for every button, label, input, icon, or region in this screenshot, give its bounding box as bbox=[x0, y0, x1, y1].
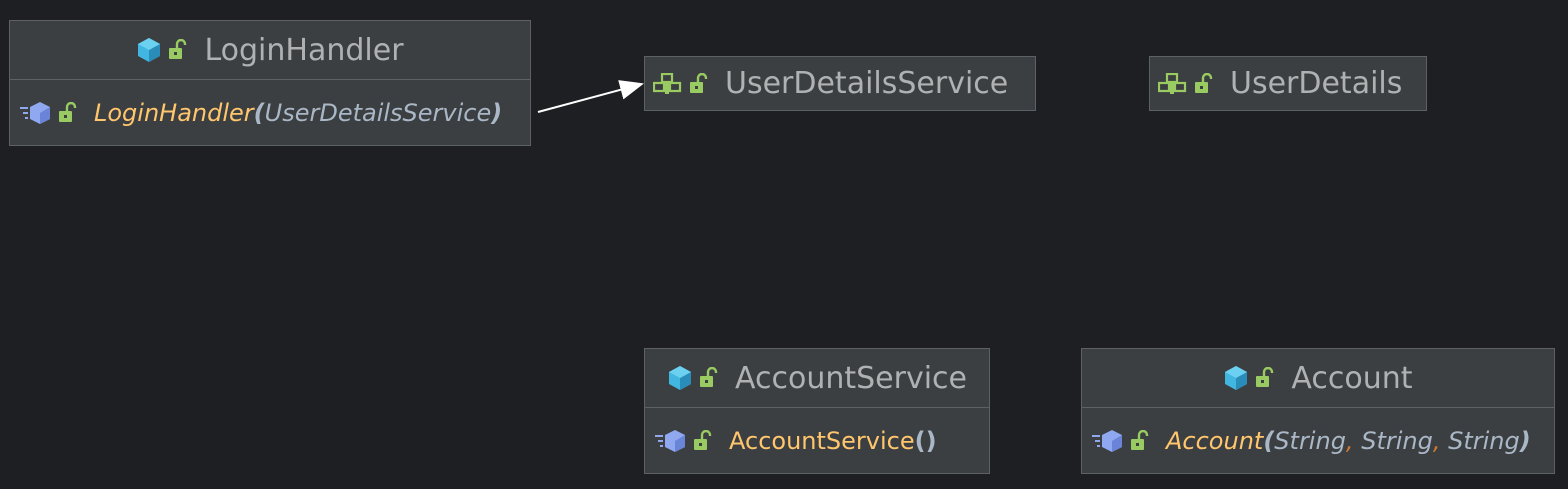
public-lock-icon bbox=[1194, 72, 1214, 95]
public-lock-icon bbox=[689, 72, 709, 95]
close-paren: ) bbox=[1519, 426, 1531, 455]
public-lock-icon bbox=[1255, 367, 1275, 389]
node-account-service[interactable]: AccountService AccountService() bbox=[644, 348, 990, 474]
node-login-handler[interactable]: LoginHandler LoginHandler(UserDetailsSer… bbox=[9, 20, 531, 146]
node-header: LoginHandler bbox=[10, 21, 530, 79]
node-header: UserDetails bbox=[1150, 57, 1426, 110]
node-header: UserDetailsService bbox=[645, 57, 1035, 110]
node-members: AccountService() bbox=[645, 407, 989, 473]
public-lock-icon bbox=[58, 101, 78, 124]
param-separator: , bbox=[1345, 426, 1354, 455]
interface-icon bbox=[653, 72, 683, 95]
method-name: Account bbox=[1166, 426, 1264, 455]
class-icon bbox=[667, 365, 693, 391]
node-account[interactable]: Account Account(String, String, String) bbox=[1081, 348, 1555, 474]
node-title: UserDetailsService bbox=[725, 66, 1009, 101]
node-header: AccountService bbox=[645, 349, 989, 407]
method-name: AccountService bbox=[729, 426, 915, 455]
class-icon bbox=[1223, 365, 1249, 391]
param-separator: , bbox=[1432, 426, 1441, 455]
param-type: UserDetailsService bbox=[264, 98, 492, 127]
param-type: String bbox=[1361, 426, 1433, 455]
close-paren: ) bbox=[491, 98, 503, 127]
public-lock-icon bbox=[168, 39, 188, 61]
constructor-icon bbox=[20, 101, 52, 125]
node-members: Account(String, String, String) bbox=[1082, 407, 1554, 473]
public-lock-icon bbox=[1130, 429, 1150, 452]
node-members: LoginHandler(UserDetailsService) bbox=[10, 79, 530, 145]
close-paren: ) bbox=[925, 426, 937, 455]
node-title: UserDetails bbox=[1230, 66, 1403, 101]
node-title: AccountService bbox=[734, 360, 967, 396]
dependency-arrow[interactable] bbox=[537, 80, 644, 113]
open-paren: ( bbox=[1263, 426, 1275, 455]
node-user-details[interactable]: UserDetails bbox=[1149, 56, 1427, 111]
public-lock-icon bbox=[699, 367, 719, 389]
constructor-icon bbox=[655, 429, 687, 453]
node-title: Account bbox=[1291, 360, 1413, 396]
open-paren: ( bbox=[253, 98, 265, 127]
constructor-icon bbox=[1092, 429, 1124, 453]
node-header: Account bbox=[1082, 349, 1554, 407]
node-user-details-service[interactable]: UserDetailsService bbox=[644, 56, 1036, 111]
class-icon bbox=[136, 37, 162, 63]
constructor-signature[interactable]: LoginHandler(UserDetailsService) bbox=[94, 99, 502, 127]
param-type: String bbox=[1448, 426, 1520, 455]
open-paren: ( bbox=[914, 426, 926, 455]
method-name: LoginHandler bbox=[94, 98, 254, 127]
param-type: String bbox=[1274, 426, 1346, 455]
constructor-signature[interactable]: Account(String, String, String) bbox=[1166, 427, 1531, 455]
constructor-signature[interactable]: AccountService() bbox=[729, 427, 937, 455]
interface-icon bbox=[1158, 72, 1188, 95]
node-title: LoginHandler bbox=[204, 32, 404, 68]
public-lock-icon bbox=[693, 429, 713, 452]
